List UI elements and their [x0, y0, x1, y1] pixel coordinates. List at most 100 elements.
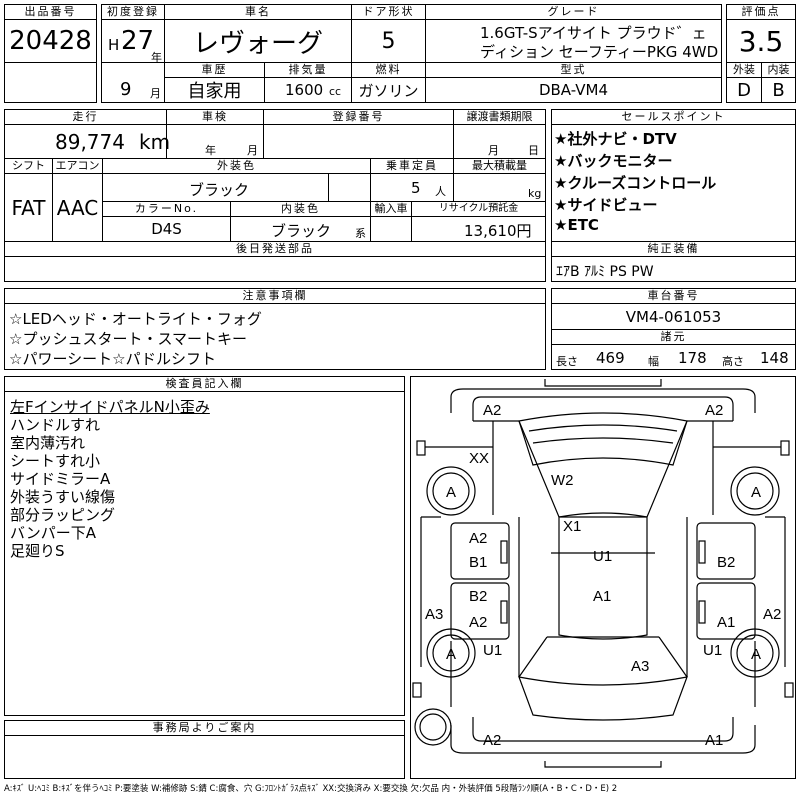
lot-number-label: 出品番号 [4, 4, 97, 20]
mark-door-fl-top: A2 [469, 530, 487, 547]
month-unit: 月 [150, 87, 161, 100]
reg-number-label: 登録番号 [263, 109, 454, 125]
ac-label: エアコン [52, 158, 103, 174]
inspector-item: サイドミラーA [10, 470, 111, 488]
reg-year: 27 [121, 26, 155, 56]
mark-door-fl-bot: B1 [469, 554, 487, 571]
fuel-label: 燃料 [351, 62, 426, 78]
lot-blank [4, 62, 97, 103]
inspector-item: シートすれ小 [10, 452, 101, 470]
transfer-month-unit: 月 [488, 144, 499, 157]
maxload-box: kg [453, 173, 546, 202]
mark-a2-right-side: A2 [763, 606, 781, 623]
chassis-number: VM4-061053 [551, 303, 796, 330]
recycle-box: 13,610円 [411, 216, 546, 242]
shift-label: シフト [4, 158, 53, 174]
import-label: 輸入車 [370, 201, 412, 217]
note-item: ☆LEDヘッド・オートライト・フォグ [9, 310, 262, 328]
mileage: 89,774 [55, 130, 125, 154]
ext-color-box: ブラック [102, 173, 329, 202]
import-box [370, 216, 412, 242]
inspection-year-unit: 年 [205, 144, 216, 157]
notes-label: 注意事項欄 [4, 288, 546, 304]
int-color-box: ブラック 系 [230, 216, 371, 242]
mileage-label: 走行 [4, 109, 167, 125]
era: H [108, 36, 120, 54]
mileage-box: 89,774 km [4, 124, 171, 159]
inspector-label: 検査員記入欄 [4, 376, 405, 392]
inspection-month-unit: 月 [247, 144, 258, 157]
mark-b2-right: B2 [717, 554, 735, 571]
inspection-label: 車検 [166, 109, 264, 125]
width-label: 幅 [648, 355, 659, 368]
maxload-label: 最大積載量 [453, 158, 546, 174]
sales-point: ★バックモニター [554, 152, 673, 170]
grade-label: グレード [425, 4, 722, 20]
grade-line-2: ディション セーフティーPKG 4WD [480, 43, 719, 61]
interior-label: 内装 [761, 62, 796, 78]
displacement: 1600 [285, 81, 324, 99]
exterior-grade: D [726, 77, 762, 103]
sales-points-label: セールスポイント [551, 109, 796, 125]
first-reg-label: 初度登録 [101, 4, 165, 20]
mark-front-right: A2 [705, 402, 723, 419]
shift: FAT [4, 173, 53, 242]
maxload-unit: kg [528, 187, 542, 200]
inspector-item: 足廻りS [10, 542, 65, 560]
width: 178 [678, 349, 707, 367]
mirror-right [780, 440, 790, 456]
recycle: 13,610円 [464, 222, 532, 240]
ext-color-extra [328, 173, 371, 202]
transfer-box: 月 日 [453, 124, 546, 159]
mileage-unit: km [139, 130, 171, 154]
mark-a2-left-rear: A2 [469, 614, 487, 631]
door-label: ドア形状 [351, 4, 426, 20]
mark-w2: W2 [551, 472, 574, 489]
mark-b2-left: B2 [469, 588, 487, 605]
office-box [4, 735, 405, 779]
wheel-fl-outer [426, 466, 476, 516]
interior-grade: B [761, 77, 796, 103]
sales-points-box: ★社外ナビ・DTV ★バックモニター ★クルーズコントロール ★サイドビュー ★… [551, 124, 796, 242]
sales-point: ★サイドビュー [554, 196, 658, 214]
mark-xx: XX [469, 450, 489, 467]
spare-tire-outer [414, 708, 452, 746]
mark-wheel-fl: A [446, 484, 456, 501]
displacement-label: 排気量 [264, 62, 352, 78]
inspector-item: 部分ラッピング [10, 506, 116, 524]
office-label: 事務局よりご案内 [4, 720, 405, 736]
capacity-unit: 人 [435, 185, 446, 198]
inspection-box: 年 月 [166, 124, 264, 159]
height: 148 [760, 349, 789, 367]
equipment-box: ｴｱB ｱﾙﾐ PS PW [551, 256, 796, 282]
mark-front-left: A2 [483, 402, 501, 419]
score: 3.5 [726, 19, 796, 63]
int-color: ブラック [271, 222, 332, 240]
door-rr [696, 582, 756, 640]
front-bumper-top [544, 379, 662, 387]
mirror-left [416, 440, 426, 456]
displacement-box: 1600 cc [264, 77, 352, 103]
history-label: 車歴 [164, 62, 265, 78]
grade-line-1: 1.6GT-Sアイサイト プラウド゛ェ [480, 24, 707, 42]
capacity: 5 [411, 179, 421, 197]
first-reg-year-box: H 27 年 [101, 19, 165, 64]
ext-color: ブラック [189, 181, 250, 199]
mark-u1-center: U1 [593, 548, 612, 565]
mark-u1-left: U1 [483, 642, 502, 659]
capacity-label: 乗車定員 [370, 158, 454, 174]
doors: 5 [351, 19, 426, 63]
lot-number: 20428 [4, 19, 97, 63]
notes-box: ☆LEDヘッド・オートライト・フォグ ☆プッシュスタート・スマートキー ☆パワー… [4, 303, 546, 370]
ac: AAC [52, 173, 103, 242]
mark-wheel-rl: A [446, 646, 456, 663]
capacity-box: 5 人 [370, 173, 454, 202]
score-label: 評価点 [726, 4, 796, 20]
inspector-item: 室内薄汚れ [10, 434, 86, 452]
height-label: 高さ [722, 355, 744, 368]
car-name-label: 車名 [164, 4, 352, 20]
mark-a3-rear: A3 [631, 658, 649, 675]
sales-point: ★社外ナビ・DTV [554, 130, 677, 148]
mark-a1-right: A1 [717, 614, 735, 631]
mark-wheel-rr: A [751, 646, 761, 663]
